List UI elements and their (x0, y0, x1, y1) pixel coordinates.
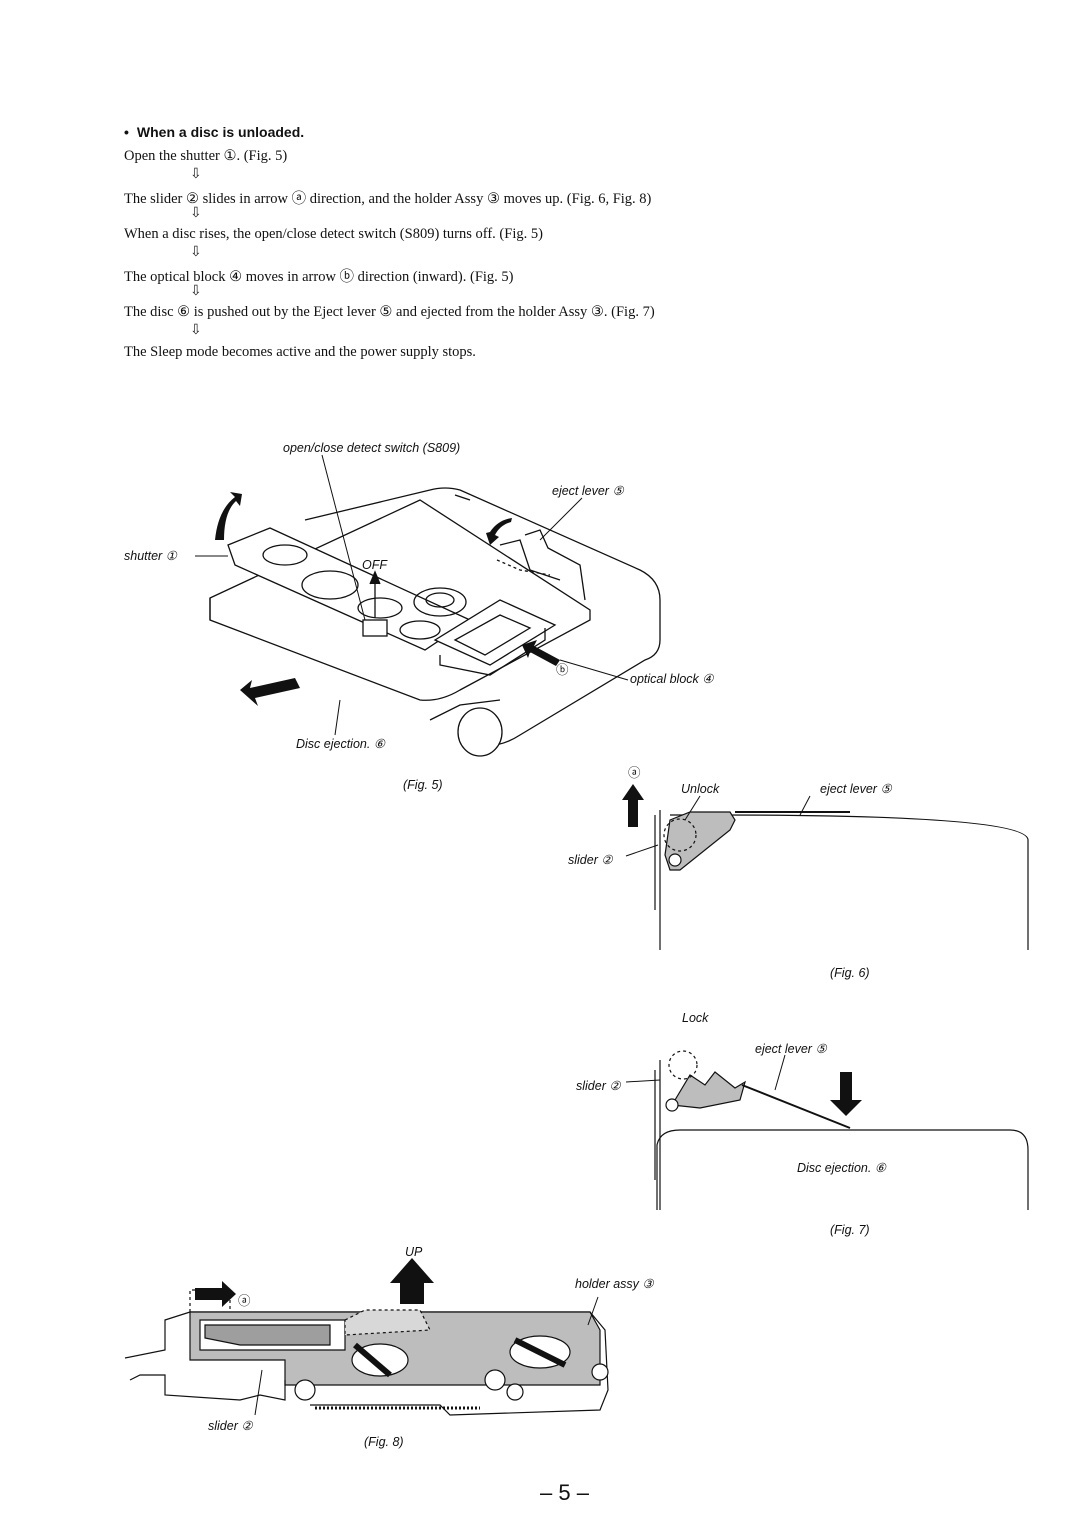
heading-text: When a disc is unloaded. (136, 124, 305, 140)
fig8-arrow-a-label: ⓐ (238, 1294, 251, 1308)
up-arrow-icon (622, 784, 644, 827)
fig8-caption: (Fig. 8) (364, 1435, 404, 1449)
fig5-diagram (195, 454, 661, 757)
fig8-slide-arrow-icon (195, 1281, 236, 1307)
fig8-holder-assy-label: holder assy ③ (575, 1277, 654, 1291)
down-arrow-icon: ⇩ (190, 245, 202, 260)
step-3: When a disc rises, the open/close detect… (124, 226, 543, 242)
fig7-diagram (625, 1050, 1029, 1210)
heading-bullet: • (124, 124, 129, 140)
fig5-caption: (Fig. 5) (403, 778, 443, 792)
fig7-caption: (Fig. 7) (830, 1223, 870, 1237)
fig7-slider-label: slider ② (576, 1079, 621, 1093)
fig8-slider-label: slider ② (208, 1419, 253, 1433)
fig5-off-label: OFF (362, 558, 388, 572)
section-heading: • When a disc is unloaded. (124, 124, 304, 140)
step-6: The Sleep mode becomes active and the po… (124, 344, 476, 360)
fig6-unlock-label: Unlock (681, 782, 720, 796)
fig7-eject-lever-label: eject lever ⑤ (755, 1042, 827, 1056)
lever-arrow-icon (486, 518, 512, 545)
fig7-lock-label: Lock (682, 1011, 709, 1025)
page-number: – 5 – (540, 1480, 589, 1505)
eject-arrow-icon (240, 678, 300, 706)
down-arrow-icon: ⇩ (190, 284, 202, 299)
down-arrow-icon: ⇩ (190, 323, 202, 338)
fig6-slider-label: slider ② (568, 853, 613, 867)
step-2: The slider ② slides in arrow ⓐ direction… (124, 191, 652, 207)
fig8-diagram (124, 1289, 609, 1416)
fig7-disc-ejection-label: Disc ejection. ⑥ (797, 1161, 887, 1175)
fig5-shutter-label: shutter ① (124, 549, 178, 563)
down-arrow-icon: ⇩ (190, 167, 202, 182)
open-arrow-icon (215, 492, 242, 540)
fig5-optical-block-label: optical block ④ (630, 672, 714, 686)
fig5-disc-ejection-label: Disc ejection. ⑥ (296, 737, 386, 751)
inward-arrow-icon (522, 640, 560, 666)
fig5-arrow-b-label: ⓑ (556, 663, 569, 677)
down-arrow-icon: ⇩ (190, 206, 202, 221)
fig6-arrow-a-label: ⓐ (628, 766, 641, 780)
fig6-caption: (Fig. 6) (830, 966, 870, 980)
fig6-diagram (625, 795, 1029, 950)
down-push-arrow-icon (830, 1072, 862, 1116)
fig5-eject-lever-label: eject lever ⑤ (552, 484, 624, 498)
fig8-up-arrow-icon (390, 1258, 434, 1304)
fig8-up-label: UP (405, 1245, 423, 1259)
step-4: The optical block ④ moves in arrow ⓑ dir… (124, 269, 514, 285)
fig6-eject-lever-label: eject lever ⑤ (820, 782, 892, 796)
fig5-switch-label: open/close detect switch (S809) (283, 441, 460, 455)
step-1: Open the shutter ①. (Fig. 5) (124, 148, 288, 164)
step-5: The disc ⑥ is pushed out by the Eject le… (124, 304, 655, 320)
